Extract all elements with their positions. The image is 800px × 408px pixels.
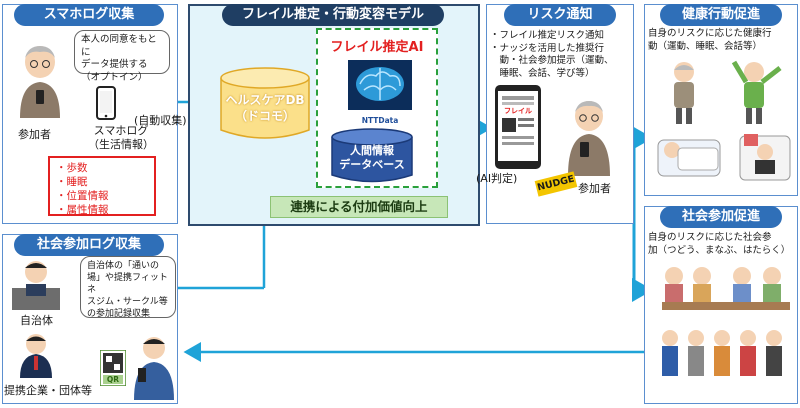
data-item-location: ・位置情報 xyxy=(56,190,109,202)
data-item-attributes: ・属性情報 xyxy=(56,204,109,216)
user-with-phone-icon xyxy=(134,337,174,400)
title-risk-notification: リスク通知 xyxy=(504,4,616,26)
value-added-banner: 連携による付加価値向上 xyxy=(270,196,448,218)
smartphone-icon xyxy=(96,86,116,120)
elderly-participant-icon xyxy=(20,46,60,118)
auto-collect-label: (自動収集) xyxy=(134,114,187,127)
data-item-sleep: ・睡眠 xyxy=(56,176,88,188)
qr-code-icon xyxy=(100,350,126,386)
exercise-illustration xyxy=(657,60,791,181)
human-info-db-icon xyxy=(331,128,413,183)
healthcare-db-label: ヘルスケアDB （ドコモ） xyxy=(225,93,305,123)
risk-bullets: ・フレイル推定リスク通知 ・ナッジを活用した推奨行 動・社会参加提示（運動、 睡… xyxy=(490,30,614,79)
title-social-participation: 社会参加促進 xyxy=(660,206,782,228)
ai-judgement-label: (AI判定) xyxy=(476,172,518,185)
risk-phone-icon xyxy=(495,85,541,169)
community-illustration xyxy=(662,267,790,376)
social-log-bubble: 自治体の「通いの 場」や提携フィットネ スジム・サークル等 の参加記録収集 xyxy=(80,256,176,319)
collected-data-list: ・歩数 ・睡眠 ・位置情報 ・属性情報 xyxy=(48,156,156,216)
frailty-ai-title: フレイル推定AI xyxy=(330,40,424,55)
consent-bubble: 本人の同意をもとに データ提供する （オプトイン） xyxy=(74,30,170,83)
phone-label: スマホログ （生活情報） xyxy=(88,124,154,151)
participant-label-right: 参加者 xyxy=(578,182,611,195)
health-action-description: 自身のリスクに応じた健康行 動（運動、睡眠、会話等） xyxy=(648,28,772,52)
title-smartphone-log: スマホログ収集 xyxy=(14,4,164,26)
municipality-staff-icon xyxy=(12,261,60,310)
title-model: フレイル推定・行動変容モデル xyxy=(222,4,444,26)
qr-label: QR xyxy=(106,375,120,384)
partner-staff-icon xyxy=(20,334,52,378)
elderly-participant-risk-icon xyxy=(568,101,610,176)
title-health-action: 健康行動促進 xyxy=(660,4,782,26)
data-item-steps: ・歩数 xyxy=(56,162,88,174)
risk-phone-screen-label: フレイル xyxy=(504,107,532,115)
healthcare-db-icon xyxy=(220,67,310,139)
nttdata-logo: NTTData xyxy=(361,116,399,125)
human-info-db-label: 人間情報 データベース xyxy=(339,144,405,171)
brain-icon xyxy=(348,60,412,110)
municipality-label: 自治体 xyxy=(20,314,53,327)
social-participation-description: 自身のリスクに応じた社会参 加（つどう、まなぶ、はたらく） xyxy=(648,232,791,256)
title-social-log: 社会参加ログ収集 xyxy=(14,234,164,256)
partner-label: 提携企業・団体等 xyxy=(4,384,92,397)
participant-label-left: 参加者 xyxy=(18,128,51,141)
